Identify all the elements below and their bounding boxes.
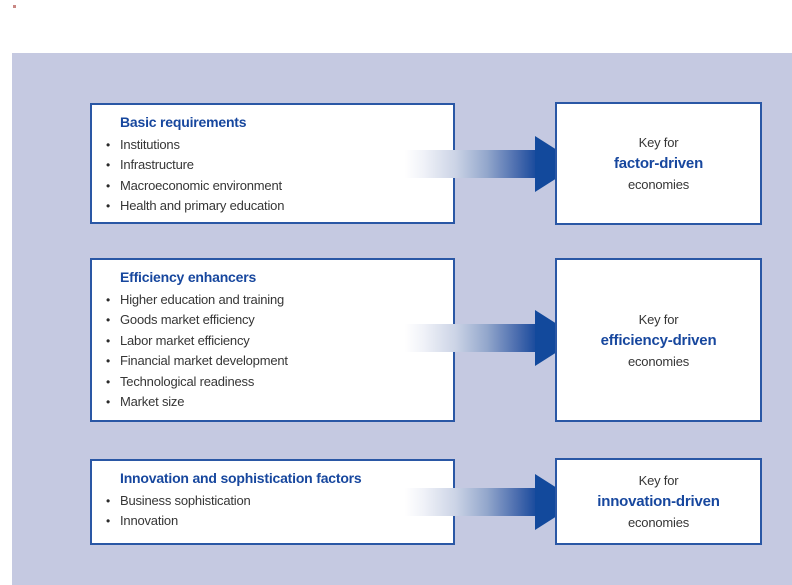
- pillar-item-label: Macroeconomic environment: [120, 177, 282, 193]
- key-stage: innovation-driven: [597, 493, 720, 510]
- pillar-box-content: Innovation and sophistication factors • B…: [92, 461, 453, 532]
- pillar-item-list: • Institutions • Infrastructure • Macroecon…: [106, 135, 445, 217]
- pillar-item-label: Higher education and training: [120, 292, 285, 307]
- pillar-item-label: Technological readiness: [120, 373, 255, 389]
- key-suffix: economies: [627, 515, 690, 530]
- pillar-item-label: Innovation: [120, 513, 178, 529]
- page-corner-mark: [13, 5, 16, 8]
- arrow-tail-icon: [405, 488, 537, 516]
- key-box-efficiency-driven: Key for efficiency-driven economies: [555, 258, 762, 422]
- key-stage: factor-driven: [613, 155, 704, 172]
- bullet-icon: •: [106, 514, 111, 529]
- key-prefix: Key for: [638, 311, 679, 327]
- pillar-item: • Innovation: [106, 511, 445, 531]
- bullet-icon: •: [106, 138, 111, 152]
- pillar-box-innovation-factors: Innovation and sophistication factors • B…: [90, 459, 455, 545]
- pillar-item: • Financial market development: [106, 351, 445, 371]
- bullet-icon: •: [106, 178, 111, 193]
- key-prefix: Key for: [638, 473, 679, 488]
- pillar-item-label: Infrastructure: [120, 157, 194, 173]
- bullet-icon: •: [106, 158, 111, 173]
- arrow-tail-icon: [405, 150, 537, 178]
- pillar-item-label: Health and primary education: [120, 198, 285, 214]
- pillar-item: • Health and primary education: [106, 196, 445, 216]
- key-suffix: economies: [627, 353, 690, 369]
- pillar-item: • Higher education and training: [106, 290, 445, 310]
- bullet-icon: •: [106, 395, 111, 410]
- pillar-box-content: Basic requirements • Institutions • Infras…: [92, 105, 453, 217]
- pillar-box-efficiency-enhancers: Efficiency enhancers • Higher education a…: [90, 258, 455, 422]
- bullet-icon: •: [106, 333, 111, 348]
- pillar-title: Basic requirements: [120, 114, 247, 130]
- key-stage: efficiency-driven: [600, 331, 717, 349]
- bullet-icon: •: [106, 374, 111, 389]
- bullet-icon: •: [106, 293, 111, 307]
- bullet-icon: •: [106, 313, 111, 328]
- pillar-item: • Goods market efficiency: [106, 310, 445, 330]
- key-suffix: economies: [627, 177, 690, 192]
- pillar-item: • Macroeconomic environment: [106, 176, 445, 196]
- key-prefix: Key for: [638, 135, 679, 150]
- pillar-item-list: • Business sophistication • Innovation: [106, 491, 445, 532]
- pillar-item: • Technological readiness: [106, 372, 445, 392]
- bullet-icon: •: [106, 199, 111, 214]
- pillar-box-basic-requirements: Basic requirements • Institutions • Infras…: [90, 103, 455, 224]
- pillar-item-list: • Higher education and training • Goods ma…: [106, 290, 445, 412]
- pillar-item-label: Market size: [120, 394, 185, 410]
- pillar-item: • Institutions: [106, 135, 445, 155]
- pillar-item: • Infrastructure: [106, 155, 445, 175]
- pillar-item: • Business sophistication: [106, 491, 445, 511]
- bullet-icon: •: [106, 354, 111, 369]
- pillar-item: • Labor market efficiency: [106, 331, 445, 351]
- pillar-box-content: Efficiency enhancers • Higher education a…: [92, 260, 453, 412]
- diagram-panel: Basic requirements • Institutions • Infras…: [12, 53, 792, 585]
- pillar-item: • Market size: [106, 392, 445, 412]
- pillar-item-label: Business sophistication: [120, 493, 251, 508]
- arrow-tail-icon: [405, 324, 537, 352]
- key-box-factor-driven: Key for factor-driven economies: [555, 102, 762, 225]
- bullet-icon: •: [106, 494, 111, 508]
- pillar-title: Efficiency enhancers: [120, 269, 257, 285]
- pillar-item-label: Institutions: [120, 137, 180, 152]
- pillar-item-label: Goods market efficiency: [120, 312, 255, 328]
- pillar-item-label: Labor market efficiency: [120, 332, 250, 348]
- key-box-innovation-driven: Key for innovation-driven economies: [555, 458, 762, 545]
- pillar-title: Innovation and sophistication factors: [120, 470, 362, 486]
- pillar-item-label: Financial market development: [120, 353, 288, 369]
